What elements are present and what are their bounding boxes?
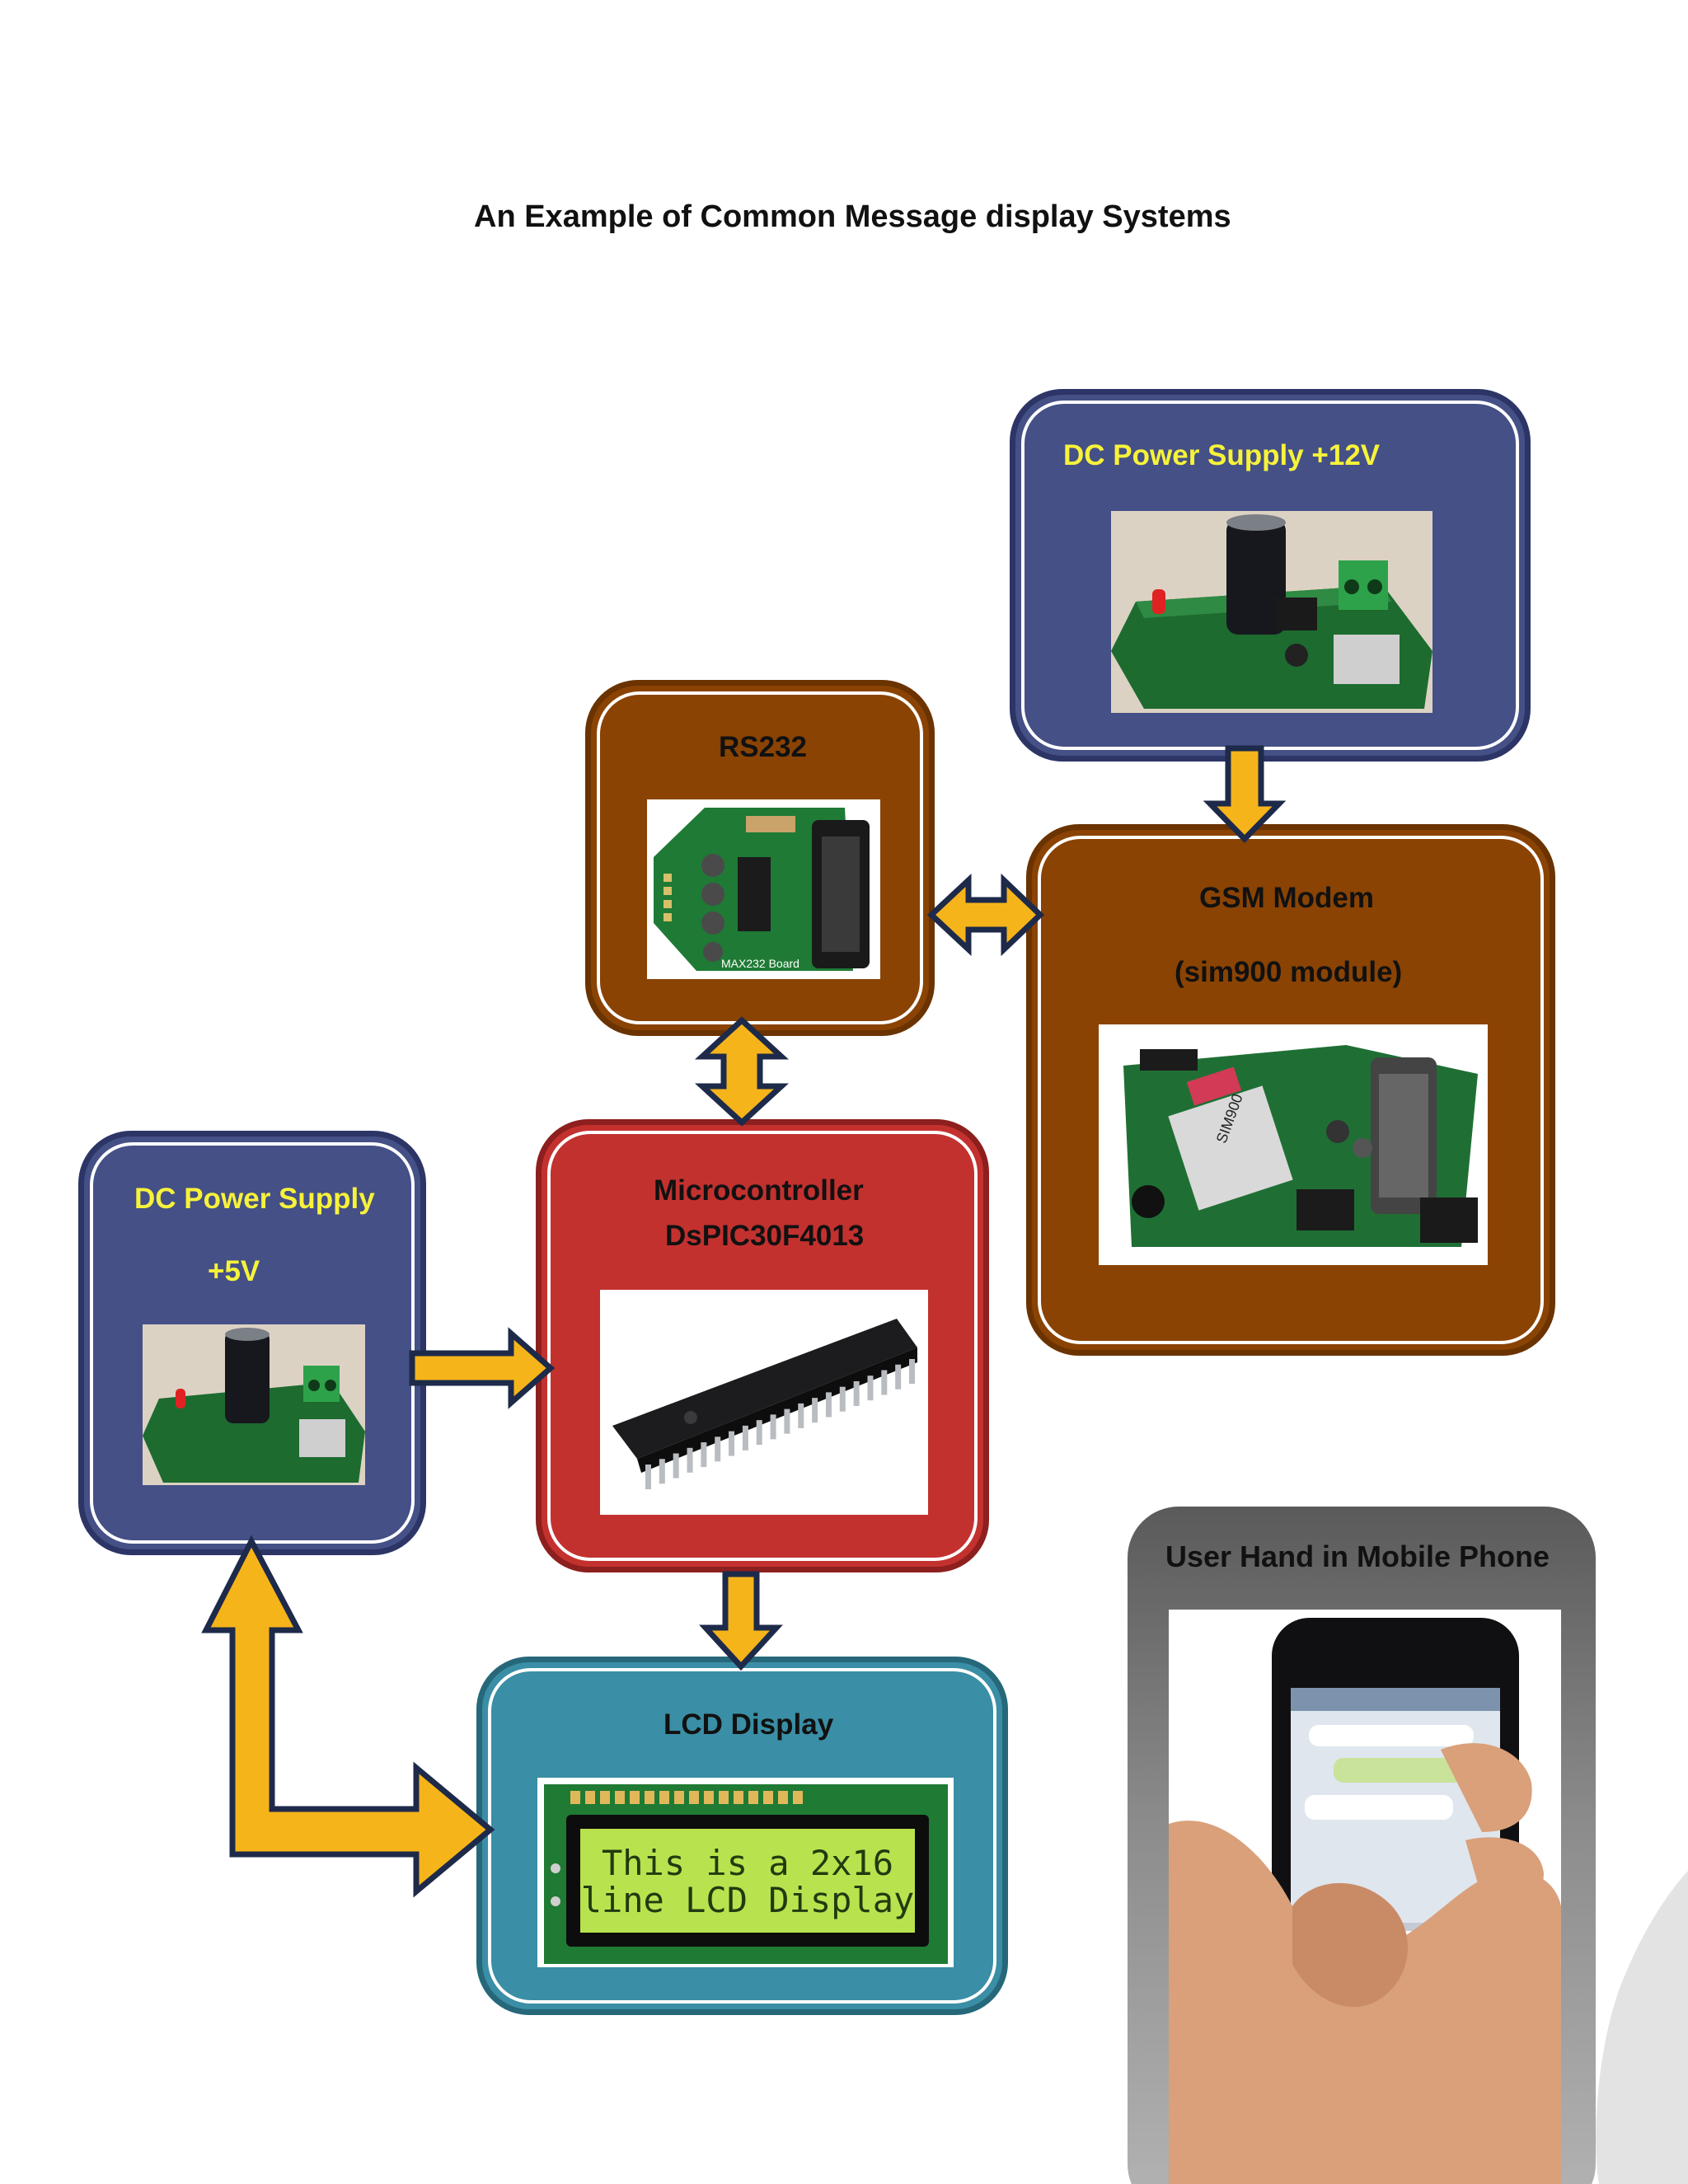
sim900-module-image: SIM900	[1099, 1024, 1488, 1265]
lcd-header-pin	[645, 1791, 654, 1804]
chip-pin	[839, 1386, 846, 1412]
chip-pin	[909, 1359, 915, 1384]
dc12-photo	[1111, 511, 1432, 713]
lcd-module-image: This is a 2x16 line LCD Display	[537, 1778, 954, 1967]
arrow-dc5-lcd-bidirectional	[201, 1535, 495, 1898]
chip-pin	[742, 1425, 748, 1451]
arrow-dc12-to-gsm	[1203, 745, 1287, 844]
gsm-label-line2: (sim900 module)	[1175, 956, 1403, 988]
decorative-swoosh	[1596, 1871, 1688, 2184]
power-board-image-small	[143, 1324, 365, 1485]
chip-pin	[867, 1376, 874, 1401]
chip-pin	[645, 1465, 651, 1489]
lcd-screen-line2: line LCD Display	[581, 1880, 915, 1920]
lcd-header-pin	[585, 1791, 595, 1804]
mcu-label-line1: Microcontroller	[654, 1174, 864, 1207]
lcd-header-pin	[719, 1791, 729, 1804]
lcd-screen-line1: This is a 2x16	[602, 1843, 893, 1883]
lcd-header-pin	[778, 1791, 788, 1804]
arrow-rs232-mcu-bidirectional	[695, 1016, 789, 1127]
dc5-label-line1: DC Power Supply	[134, 1183, 375, 1215]
lcd-header-pin	[570, 1791, 580, 1804]
lcd-photo: This is a 2x16 line LCD Display	[537, 1778, 954, 1967]
page-title: An Example of Common Message display Sys…	[474, 199, 1231, 234]
lcd-header-pin	[793, 1791, 803, 1804]
chip-pin	[881, 1370, 888, 1395]
power-board-image	[1111, 511, 1432, 713]
chip-pin	[659, 1459, 665, 1484]
mcu-label-line2: DsPIC30F4013	[665, 1220, 865, 1252]
chip-pin	[729, 1431, 735, 1456]
lcd-header-pin	[659, 1791, 669, 1804]
lcd-header-pin	[674, 1791, 684, 1804]
chip-pin	[895, 1364, 902, 1390]
dc5-photo	[143, 1324, 365, 1485]
chip-pin	[715, 1436, 721, 1462]
rs232-label: RS232	[719, 731, 808, 763]
arrow-rs232-gsm-bidirectional	[926, 873, 1045, 957]
dc12-label: DC Power Supply +12V	[1063, 439, 1381, 471]
dspic-chip-image	[600, 1290, 928, 1515]
mcu-photo	[600, 1290, 928, 1515]
arrow-mcu-to-lcd	[699, 1571, 783, 1671]
chip-pin	[825, 1392, 832, 1418]
chip-pin	[770, 1414, 776, 1440]
chip-pin	[701, 1442, 707, 1468]
dc5-label-line2: +5V	[208, 1255, 260, 1287]
lcd-header-pin	[704, 1791, 714, 1804]
lcd-header-pin	[630, 1791, 640, 1804]
gsm-photo: SIM900	[1099, 1024, 1488, 1265]
rs232-photo: MAX232 Board	[647, 799, 880, 979]
hand-holding-phone-image	[1169, 1610, 1561, 2184]
lcd-header-pin	[763, 1791, 773, 1804]
chip-pin	[784, 1408, 790, 1434]
chip-pin	[673, 1453, 679, 1479]
phone-label: User Hand in Mobile Phone	[1165, 1540, 1550, 1573]
arrow-dc5-to-mcu	[409, 1327, 556, 1409]
chip-pin	[812, 1398, 818, 1423]
lcd-header-pin	[615, 1791, 625, 1804]
lcd-header-pin	[689, 1791, 699, 1804]
lcd-header-pin	[734, 1791, 743, 1804]
gsm-label-line1: GSM Modem	[1199, 882, 1374, 914]
chip-pin	[687, 1447, 693, 1473]
lcd-label: LCD Display	[663, 1708, 834, 1741]
chip-pin	[853, 1380, 860, 1406]
lcd-header-pin	[748, 1791, 758, 1804]
lcd-header-pin	[600, 1791, 610, 1804]
max232-board-text: MAX232 Board	[721, 957, 799, 970]
max232-board-image: MAX232 Board	[647, 799, 880, 979]
chip-pin	[798, 1403, 804, 1428]
phone-photo	[1169, 1610, 1561, 2184]
chip-pin	[756, 1420, 762, 1446]
